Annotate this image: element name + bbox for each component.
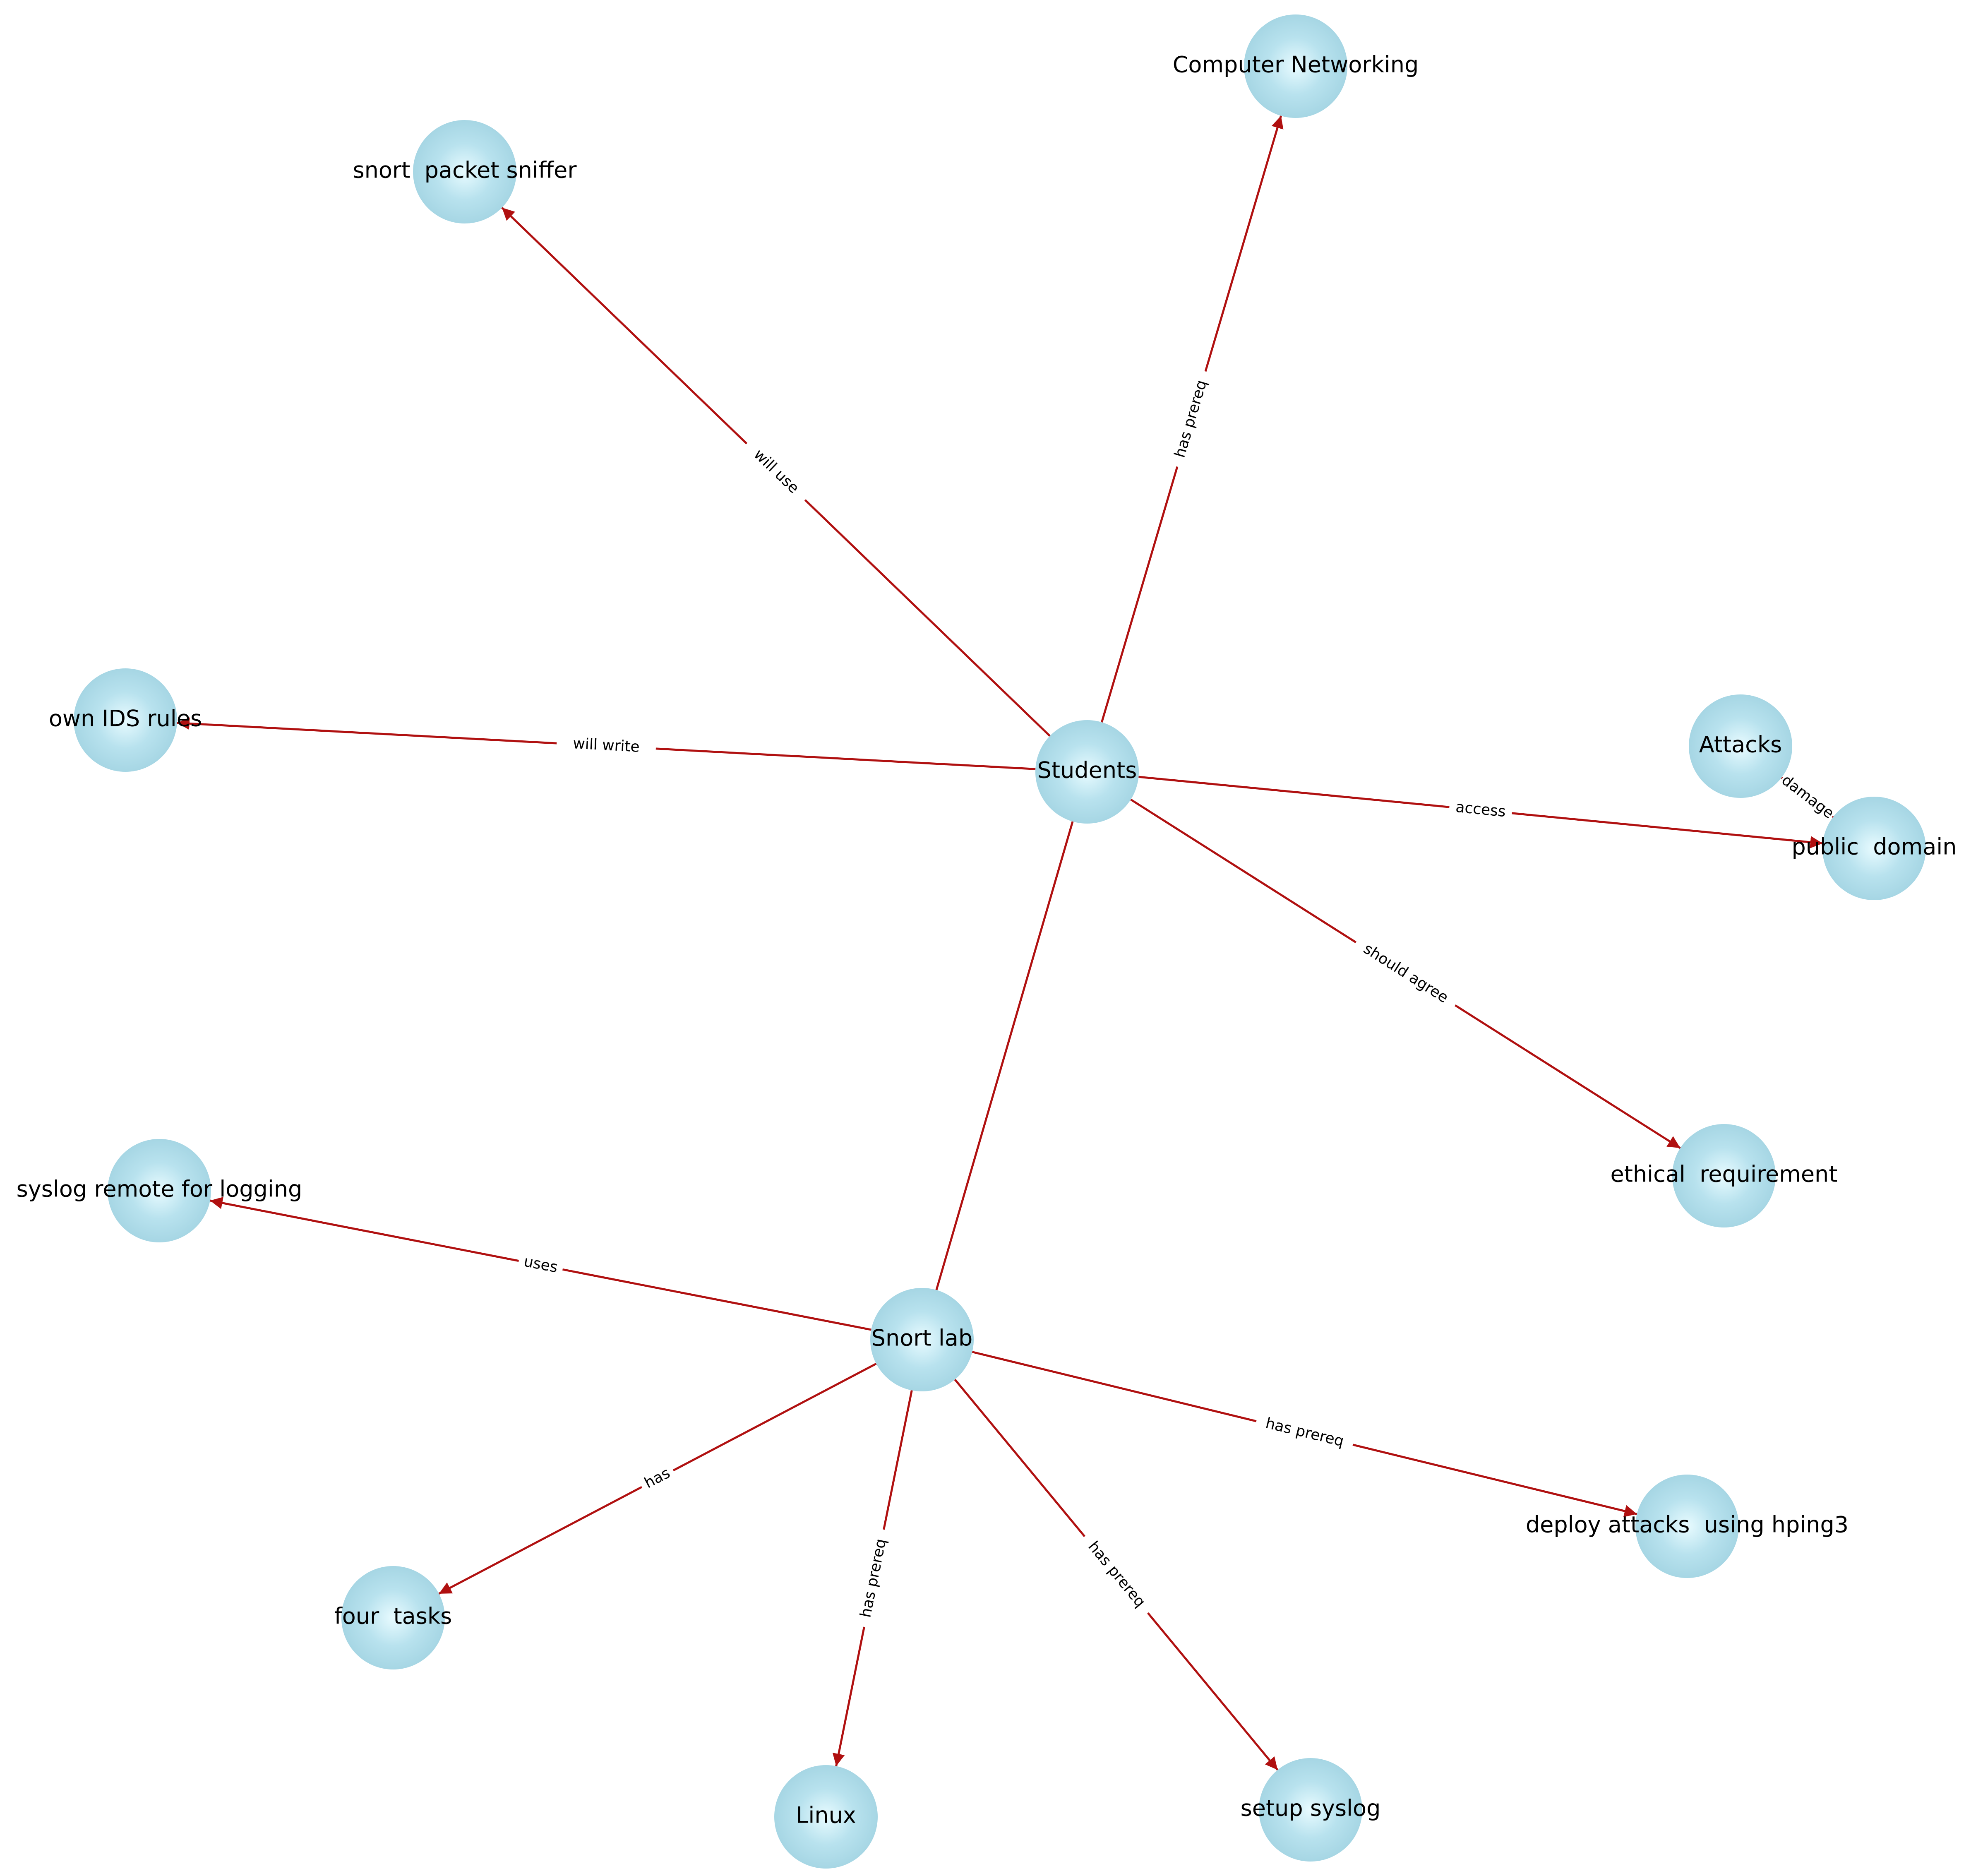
edge-label-group: has prereq <box>854 1528 894 1629</box>
edge-label-background <box>1077 1530 1156 1619</box>
edge-label: damage <box>1779 771 1837 822</box>
node-label: four tasks <box>334 1603 452 1629</box>
edge-label-group: should agree <box>1350 934 1461 1014</box>
node-circle <box>413 120 516 223</box>
node-snort-lab: Snort lab <box>870 1288 974 1391</box>
node-circle <box>1689 694 1792 798</box>
node-students: Students <box>1035 720 1139 824</box>
edge-label-background <box>556 733 657 759</box>
edge-label: has prereq <box>1085 1538 1149 1611</box>
node-label: ethical requirement <box>1611 1161 1838 1187</box>
node-public-domain: public domain <box>1791 797 1957 900</box>
edge-label: has prereq <box>1264 1415 1345 1450</box>
edge-label-group: has prereq <box>1254 1411 1355 1455</box>
node-circle <box>341 1566 445 1669</box>
node-label: Snort lab <box>871 1325 972 1351</box>
edge-label: has prereq <box>1172 378 1210 460</box>
edge-label-background <box>1167 368 1215 470</box>
edge-label-group: has <box>637 1461 678 1496</box>
edge-label-background <box>854 1528 894 1629</box>
edge-label: will write <box>572 735 640 756</box>
node-label: Attacks <box>1699 732 1782 758</box>
node-label: Linux <box>796 1802 856 1828</box>
node-syslog-remote: syslog remote for logging <box>17 1139 302 1242</box>
node-label: setup syslog <box>1241 1795 1381 1821</box>
node-label: public domain <box>1791 834 1957 860</box>
node-snort-packet-sniffer: snort packet sniffer <box>353 120 577 223</box>
nodes-layer: Computer Networking snort packet sniffer o… <box>17 14 1957 1869</box>
node-label: own IDS rules <box>49 706 202 732</box>
node-circle <box>1244 14 1347 118</box>
edge-label-group: damage <box>1776 770 1839 824</box>
node-four-tasks: four tasks <box>334 1566 452 1669</box>
node-circle <box>1259 1758 1362 1862</box>
edge-label-group: has prereq <box>1167 368 1215 470</box>
node-linux: Linux <box>774 1765 878 1869</box>
node-circle <box>870 1288 974 1391</box>
edge-snort-lab-to-students <box>935 821 1074 1290</box>
node-circle <box>774 1765 878 1869</box>
edge-label: has prereq <box>857 1537 889 1619</box>
node-label: Students <box>1037 757 1137 783</box>
node-label: snort packet sniffer <box>353 157 577 183</box>
edge-label-background <box>1776 770 1839 824</box>
edge-label-background <box>516 1251 565 1279</box>
node-ethical-requirement: ethical requirement <box>1611 1124 1838 1227</box>
node-setup-syslog: setup syslog <box>1241 1758 1381 1862</box>
node-label: deploy attacks using hping3 <box>1526 1512 1849 1538</box>
node-label: syslog remote for logging <box>17 1176 302 1202</box>
node-label: Computer Networking <box>1173 52 1419 78</box>
node-circle <box>1822 797 1926 900</box>
edge-label: should agree <box>1361 940 1452 1006</box>
edge-label-group: has prereq <box>1077 1530 1156 1619</box>
edge-label-background <box>739 436 812 507</box>
node-circle <box>74 668 177 772</box>
node-own-ids-rules: own IDS rules <box>49 668 202 772</box>
node-computer-networking: Computer Networking <box>1173 14 1419 118</box>
node-circle <box>1635 1475 1739 1578</box>
edge-label-background <box>637 1461 678 1496</box>
node-circle <box>1035 720 1139 824</box>
node-circle <box>108 1139 211 1242</box>
node-attacks: Attacks <box>1689 694 1792 798</box>
edge-label-background <box>1448 797 1513 823</box>
edge-label-group: access <box>1448 797 1513 823</box>
edge-label-group: uses <box>516 1251 565 1279</box>
edge-label: will use <box>750 446 802 497</box>
edge-label-group: will use <box>739 436 812 507</box>
node-circle <box>1672 1124 1776 1227</box>
edge-label-group: will write <box>556 733 657 759</box>
node-deploy-attacks: deploy attacks using hping3 <box>1526 1475 1849 1578</box>
edge-label-background <box>1254 1411 1355 1455</box>
edge-label-background <box>1350 934 1461 1014</box>
edge-labels-layer: will use has prereq will write access should… <box>516 368 1839 1629</box>
